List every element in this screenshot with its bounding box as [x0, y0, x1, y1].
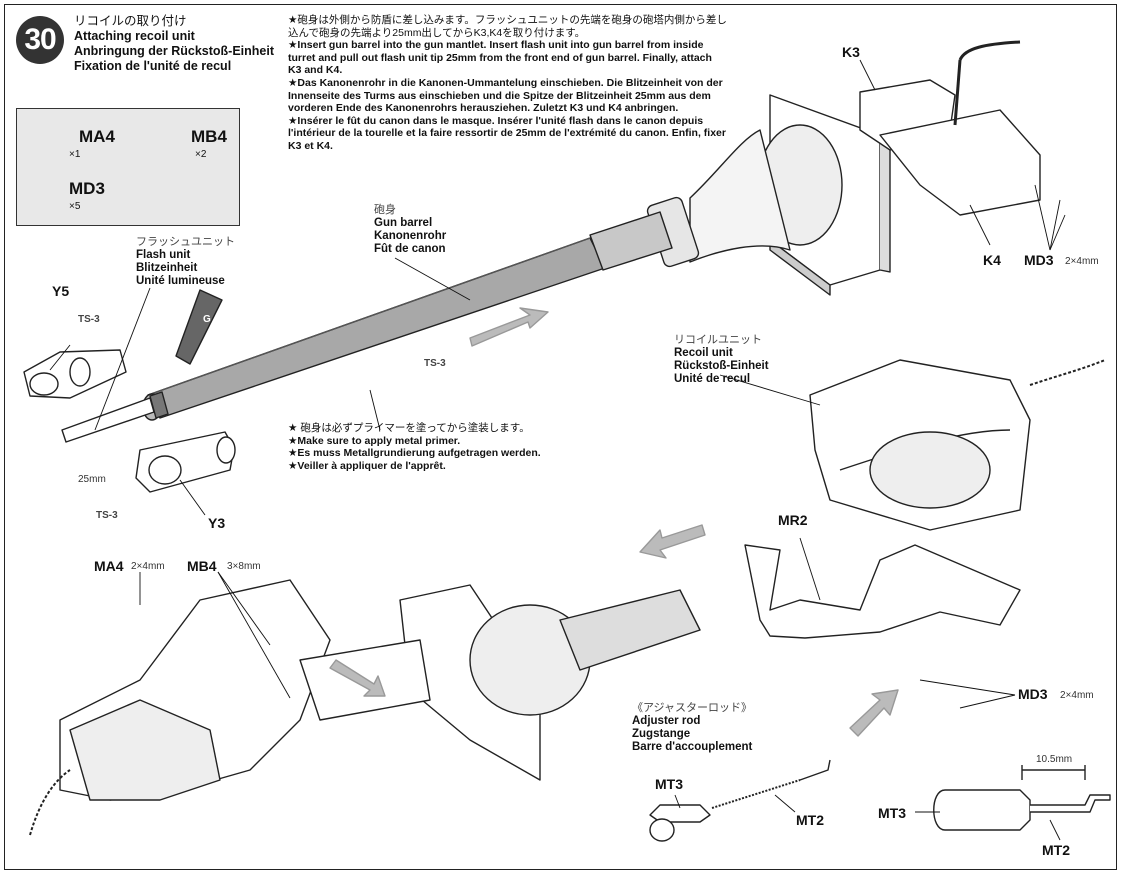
- code-y3: Y3: [208, 515, 226, 531]
- adjuster-rod-en: Adjuster rod: [632, 715, 701, 727]
- label-recoil-unit: リコイルユニット Recoil unit Rückstoß-Einheit Un…: [674, 334, 769, 386]
- mr2-plate: [744, 544, 1021, 639]
- primer-note-en: ★Make sure to apply metal primer.: [288, 434, 461, 447]
- code-mr2: MR2: [778, 512, 808, 528]
- parts-box: MA4 ×1 MB4 ×2 MD3 ×5: [16, 108, 240, 226]
- code-ma4: MA4: [94, 558, 124, 574]
- code-mb4: MB4: [187, 558, 217, 574]
- gun-barrel-de: Kanonenrohr: [374, 230, 447, 242]
- instruction-text: ★砲身は外側から防盾に差し込みます。フラッシュユニットの先端を砲身の砲塔内側から…: [288, 14, 728, 153]
- code-k3: K3: [842, 44, 860, 60]
- label-gun-barrel: 砲身 Gun barrel Kanonenrohr Fût de canon: [374, 204, 446, 256]
- flash-unit: [61, 397, 155, 443]
- paint-ts3-c: TS-3: [96, 510, 118, 521]
- part-qty-ma4: ×1: [69, 149, 81, 160]
- primer-note: ★ 砲身は必ずプライマーを塗ってから塗装します。 ★Make sure to a…: [288, 422, 541, 472]
- instruction-de: ★Das Kanonenrohr in die Kanonen-Ummantel…: [288, 76, 723, 115]
- code-md3-bottom: MD3: [1018, 686, 1048, 702]
- dim-10-5mm: 10.5mm: [1036, 754, 1073, 765]
- recoil-unit-de: Rückstoß-Einheit: [674, 360, 769, 372]
- gun-barrel-en: Gun barrel: [374, 217, 433, 229]
- flash-unit-en: Flash unit: [136, 249, 191, 261]
- label-flash-unit: フラッシュユニット Flash unit Blitzeinheit Unité …: [136, 236, 235, 288]
- dim-25mm: 25mm: [78, 474, 106, 485]
- paint-ts3-a: TS-3: [78, 314, 100, 325]
- gun-barrel-fr: Fût de canon: [374, 243, 446, 255]
- title-de: Anbringung der Rückstoß-Einheit: [74, 44, 274, 58]
- code-mt2-a: MT2: [796, 812, 824, 828]
- code-mt2-b: MT2: [1042, 842, 1070, 858]
- code-mt3-b: MT3: [878, 805, 906, 821]
- title-jp: リコイルの取り付け: [74, 14, 187, 28]
- dim-md3-top: 2×4mm: [1065, 256, 1099, 267]
- adjuster-rod-de: Zugstange: [632, 728, 691, 740]
- part-code-mb4: MB4: [191, 127, 227, 146]
- title-fr: Fixation de l'unité de recul: [74, 59, 232, 73]
- adjuster-rod-jp: 《アジャスターロッド》: [632, 702, 753, 714]
- code-mt3-a: MT3: [655, 776, 683, 792]
- recoil-unit-jp: リコイルユニット: [674, 334, 762, 346]
- part-qty-md3: ×5: [69, 201, 81, 212]
- instruction-en: ★Insert gun barrel into the gun mantlet.…: [288, 39, 712, 77]
- dim-mb4: 3×8mm: [227, 561, 261, 572]
- part-qty-mb4: ×2: [195, 149, 207, 160]
- paint-ts3-b: TS-3: [424, 358, 446, 369]
- page-frame: [4, 4, 1117, 870]
- recoil-unit-en: Recoil unit: [674, 347, 733, 359]
- gun-barrel-jp: 砲身: [374, 204, 396, 216]
- step-number: 30: [16, 16, 64, 64]
- adjuster-rod-fr: Barre d'accouplement: [632, 741, 753, 753]
- dim-md3-bottom: 2×4mm: [1060, 690, 1094, 701]
- instruction-jp: ★砲身は外側から防盾に差し込みます。フラッシュユニットの先端を砲身の砲塔内側から…: [288, 14, 727, 39]
- flash-unit-fr: Unité lumineuse: [136, 275, 225, 287]
- code-k4: K4: [983, 252, 1001, 268]
- flash-unit-jp: フラッシュユニット: [136, 236, 235, 248]
- recoil-unit-fr: Unité de recul: [674, 373, 751, 385]
- instruction-fr: ★Insérer le fût du canon dans le masque.…: [288, 114, 726, 152]
- part-code-md3: MD3: [69, 179, 105, 198]
- primer-note-fr: ★Veiller à appliquer de l'apprêt.: [288, 459, 446, 472]
- title-en: Attaching recoil unit: [74, 29, 195, 43]
- label-adjuster-rod: 《アジャスターロッド》 Adjuster rod Zugstange Barre…: [632, 702, 752, 754]
- primer-note-jp: ★ 砲身は必ずプライマーを塗ってから塗装します。: [288, 422, 530, 434]
- flash-unit-de: Blitzeinheit: [136, 262, 198, 274]
- primer-note-de: ★Es muss Metallgrundierung aufgetragen w…: [288, 447, 541, 459]
- code-md3-top: MD3: [1024, 252, 1054, 268]
- dim-ma4: 2×4mm: [131, 561, 165, 572]
- step-title: リコイルの取り付け Attaching recoil unit Anbringu…: [74, 14, 274, 74]
- part-g: G: [203, 314, 211, 325]
- code-y5: Y5: [52, 283, 70, 299]
- part-code-ma4: MA4: [79, 127, 115, 146]
